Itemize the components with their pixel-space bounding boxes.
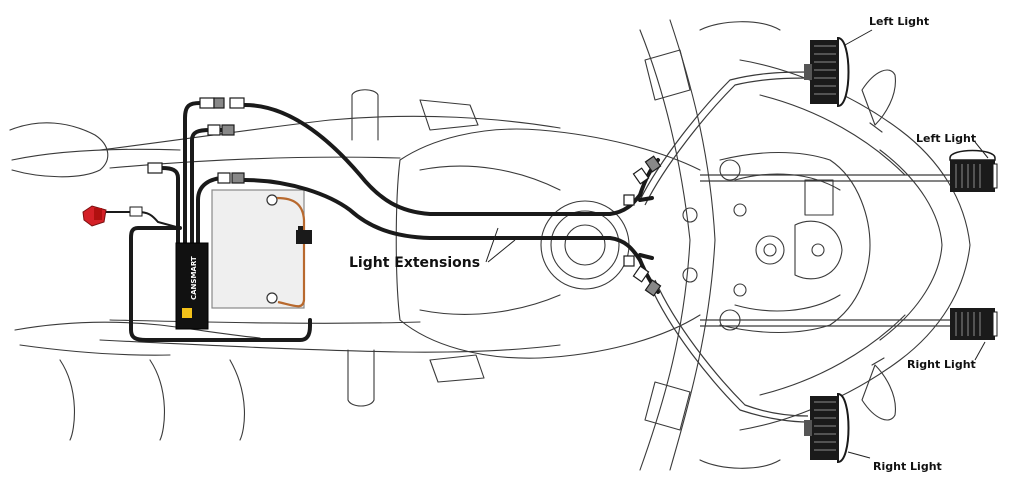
left-light-side (949, 149, 998, 192)
left-light-top-label: Left Light (869, 15, 930, 28)
red-fuse-lead (82, 205, 181, 229)
right-light-bottom (804, 392, 850, 464)
left-light-top (804, 36, 850, 108)
right-light-side (950, 308, 998, 340)
power-wire (276, 196, 306, 308)
right-light-bottom-label: Right Light (873, 460, 942, 473)
controller-brand-text: CANSMART (190, 256, 198, 300)
inline-fuse-holder (296, 226, 312, 244)
left-light-side-label: Left Light (916, 132, 977, 145)
right-light-side-label: Right Light (907, 358, 976, 371)
cansmart-controller: CANSMART (175, 242, 209, 330)
harness-connectors (147, 97, 662, 297)
callout-leaders (485, 29, 989, 459)
light-extensions-label: Light Extensions (349, 255, 481, 271)
wiring-harness (129, 101, 660, 342)
battery (211, 189, 305, 309)
